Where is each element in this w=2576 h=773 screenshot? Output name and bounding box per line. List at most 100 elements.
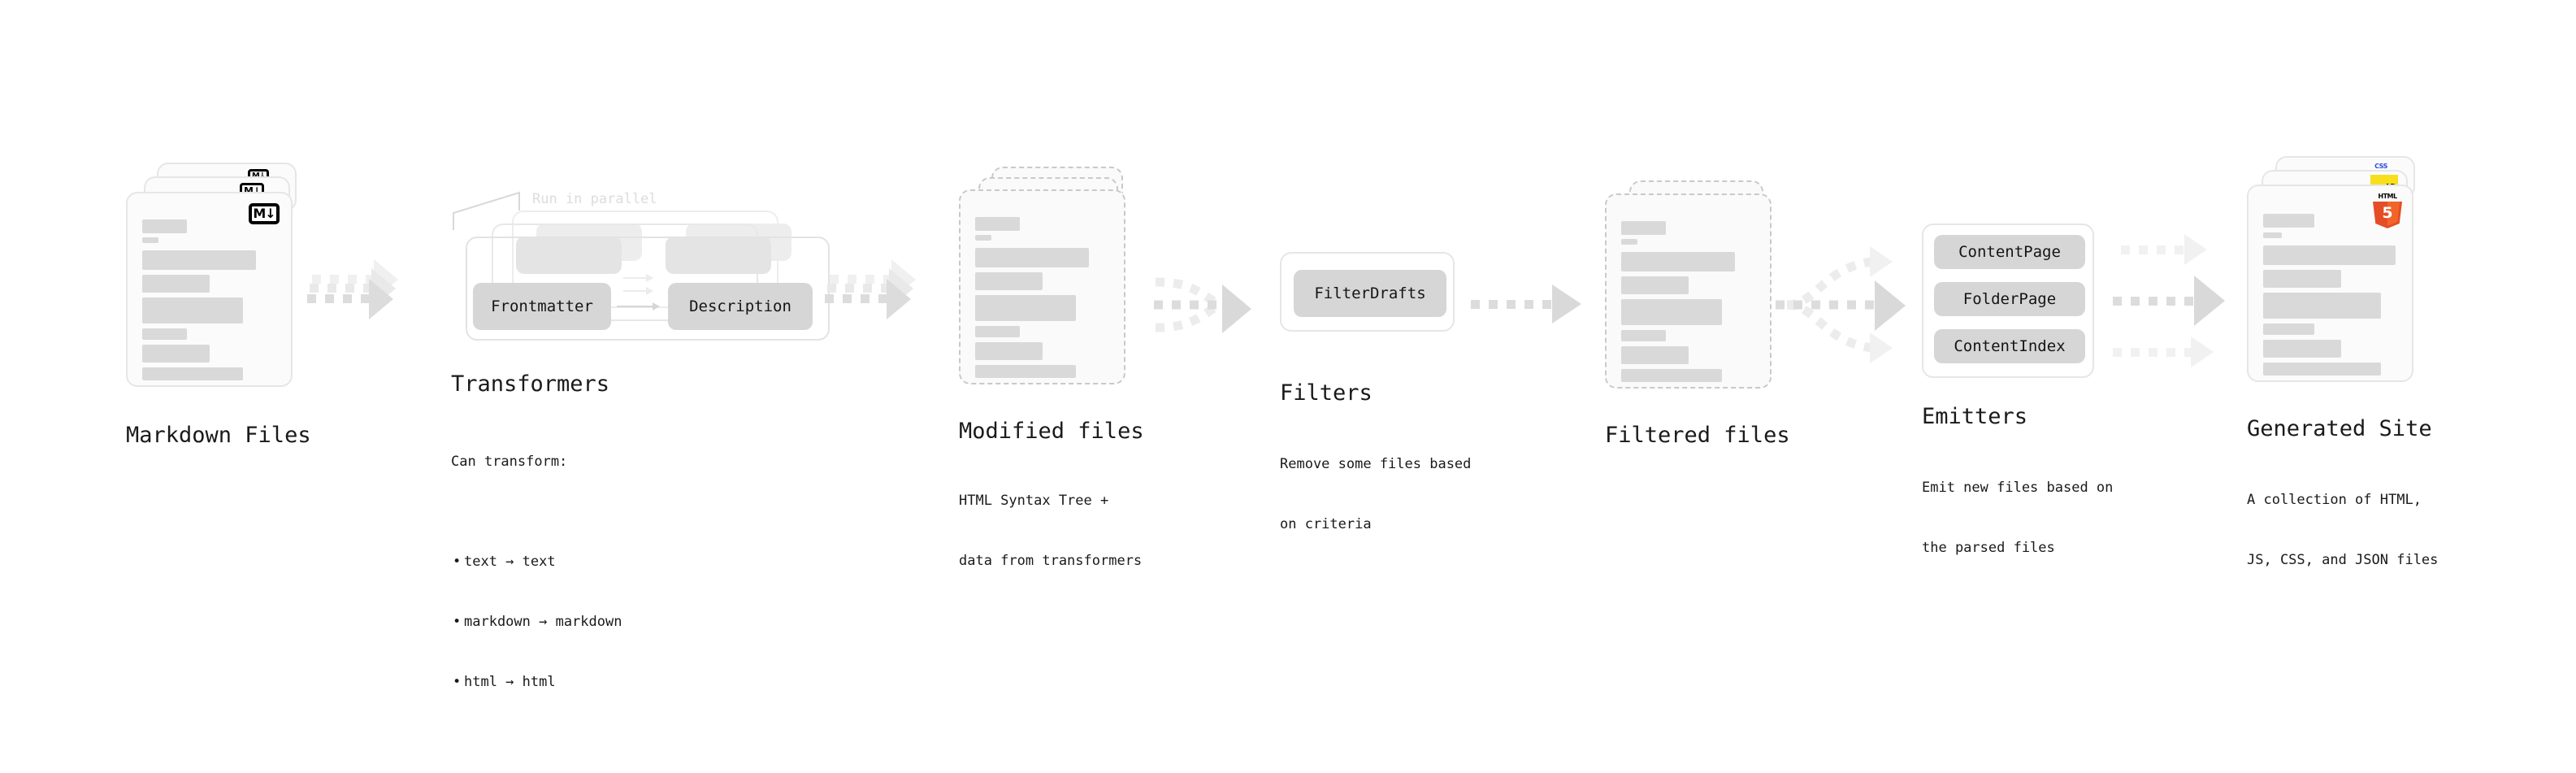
stage-title-filters: Filters	[1280, 380, 1373, 406]
emitters-pill-contentindex-label: ContentIndex	[1954, 337, 2066, 355]
stage-generated-site: CSS JS HTML 5	[2247, 156, 2438, 568]
transformer-pill-back-1-b	[666, 237, 771, 274]
skeleton-line	[1621, 369, 1722, 382]
filtered-card-front	[1605, 193, 1772, 389]
stage-title-filtered-files: Filtered files	[1605, 423, 1790, 448]
markdown-icon: M↓	[249, 203, 280, 224]
skeleton-line	[1621, 299, 1722, 325]
filters-subtitle-line-0: Remove some files based	[1280, 456, 1472, 473]
fan-out-paths	[1776, 257, 1880, 353]
stage-title-transformers: Transformers	[451, 371, 610, 397]
skeleton-line	[142, 275, 210, 293]
skeleton-line	[2263, 270, 2341, 288]
skeleton-line	[1621, 221, 1666, 235]
transformers-bullet-1: markdown → markdown	[464, 612, 622, 632]
modified-subtitle-line-0: HTML Syntax Tree +	[959, 493, 1109, 510]
skeleton-line	[2263, 293, 2381, 319]
skeleton-line	[975, 295, 1076, 321]
transformer-pill-back-1-a	[516, 237, 622, 274]
transformer-pill-description-label: Description	[689, 297, 791, 315]
transformer-group-back-1	[492, 224, 771, 321]
skeleton-line	[975, 342, 1043, 360]
conn-emitters-site	[2113, 228, 2267, 374]
skeleton-line	[975, 235, 991, 241]
emitters-pill-contentpage[interactable]: ContentPage	[1934, 235, 2085, 269]
transformer-pill-description[interactable]: Description	[668, 283, 813, 330]
skeleton-line	[1621, 252, 1735, 271]
skeleton-line	[2263, 363, 2381, 376]
filters-pill-filterdrafts-label: FilterDrafts	[1314, 284, 1426, 302]
skeleton-line	[142, 237, 158, 243]
skeleton-line	[2263, 324, 2314, 335]
transformers-can-transform-label: Can transform:	[451, 454, 568, 471]
stage-subtitle-modified-files: HTML Syntax Tree + data from transformer…	[959, 451, 1142, 611]
skeleton-line	[142, 367, 243, 380]
transform-arrow-back-2	[623, 274, 653, 282]
emitters-pill-folderpage-label: FolderPage	[1962, 290, 2057, 308]
emitters-pill-contentindex[interactable]: ContentIndex	[1934, 329, 2085, 363]
filters-pill-filterdrafts[interactable]: FilterDrafts	[1294, 270, 1446, 317]
stage-markdown-files: M↓ M↓ M↓ Markdown Files	[126, 163, 311, 448]
skeleton-line	[1621, 330, 1666, 341]
stage-subtitle-generated-site: A collection of HTML, JS, CSS, and JSON …	[2247, 450, 2438, 610]
filters-group-box: FilterDrafts	[1280, 252, 1455, 332]
stage-subtitle-filters: Remove some files based on criteria	[1280, 415, 1471, 575]
skeleton-line	[975, 217, 1020, 231]
conn-transformers-modified	[825, 259, 930, 341]
arrowhead	[1552, 284, 1581, 324]
stack-depth-bracket	[453, 191, 520, 230]
filtered-file-stack	[1605, 180, 1784, 416]
emitters-pill-contentpage-label: ContentPage	[1958, 243, 2061, 261]
modified-card-front	[959, 189, 1125, 384]
transformers-bullet-0: text → text	[464, 552, 622, 572]
html5-icon: HTML 5	[2373, 193, 2402, 228]
stage-subtitle-transformers: Can transform: text → text markdown → ma…	[451, 412, 622, 773]
conn-filtered-emitters	[1776, 236, 1938, 374]
conn-markdown-transformers	[307, 259, 405, 341]
skeleton-line	[2263, 245, 2396, 265]
skeleton-line	[975, 248, 1089, 267]
transformer-pill-frontmatter[interactable]: Frontmatter	[473, 283, 611, 330]
modified-subtitle-line-1: data from transformers	[959, 553, 1143, 570]
emitters-pill-folderpage[interactable]: FolderPage	[1934, 282, 2085, 316]
emitters-group-box: ContentPage FolderPage ContentIndex	[1922, 224, 2094, 378]
pipeline-diagram: M↓ M↓ M↓ Markdown Files	[0, 0, 2576, 681]
skeleton-line	[2263, 340, 2341, 358]
generated-subtitle-line-0: A collection of HTML,	[2247, 492, 2422, 509]
fan-in-paths	[1154, 277, 1225, 332]
html5-icon-five: 5	[2382, 204, 2393, 222]
generated-subtitle-line-1: JS, CSS, and JSON files	[2247, 552, 2439, 569]
modified-file-stack	[959, 167, 1138, 410]
skeleton-line	[1621, 346, 1689, 364]
skeleton-line	[142, 297, 243, 324]
fan-out-arrowhead-bottom	[1870, 332, 1893, 363]
skeleton-line	[142, 328, 187, 340]
conn-filters-filtered	[1471, 284, 1601, 333]
skeleton-line	[975, 326, 1020, 337]
conn-modified-filters	[1138, 248, 1284, 370]
stage-subtitle-emitters: Emit new files based on the parsed files	[1922, 438, 2113, 598]
emitters-subtitle-line-1: the parsed files	[1922, 540, 2055, 557]
emitters-subtitle-line-0: Emit new files based on	[1922, 480, 2114, 497]
transformer-pill-frontmatter-label: Frontmatter	[491, 297, 593, 315]
skeleton-line	[2263, 214, 2314, 228]
transform-arrow-front	[617, 302, 660, 311]
skeleton-line	[142, 250, 256, 270]
fan-out-arrowhead-top	[1870, 246, 1893, 277]
skeleton-line	[1621, 276, 1689, 294]
skeleton-line	[142, 219, 187, 233]
generated-card-front: HTML 5	[2247, 185, 2413, 382]
run-in-parallel-label: Run in parallel	[532, 191, 657, 207]
stage-title-modified-files: Modified files	[959, 419, 1144, 444]
stage-title-generated-site: Generated Site	[2247, 416, 2432, 441]
html5-icon-shield-inner	[2387, 202, 2400, 227]
skeleton-line	[975, 365, 1076, 378]
fan-in-arrowhead	[1222, 284, 1251, 333]
skeleton-line	[2263, 232, 2282, 238]
skeleton-line	[975, 272, 1043, 290]
skeleton-line	[1621, 239, 1637, 245]
filters-subtitle-line-1: on criteria	[1280, 516, 1372, 533]
fan-out-arrowhead-mid	[1875, 280, 1906, 331]
markdown-card-front: M↓	[126, 192, 293, 387]
stage-filtered-files: Filtered files	[1605, 180, 1790, 448]
